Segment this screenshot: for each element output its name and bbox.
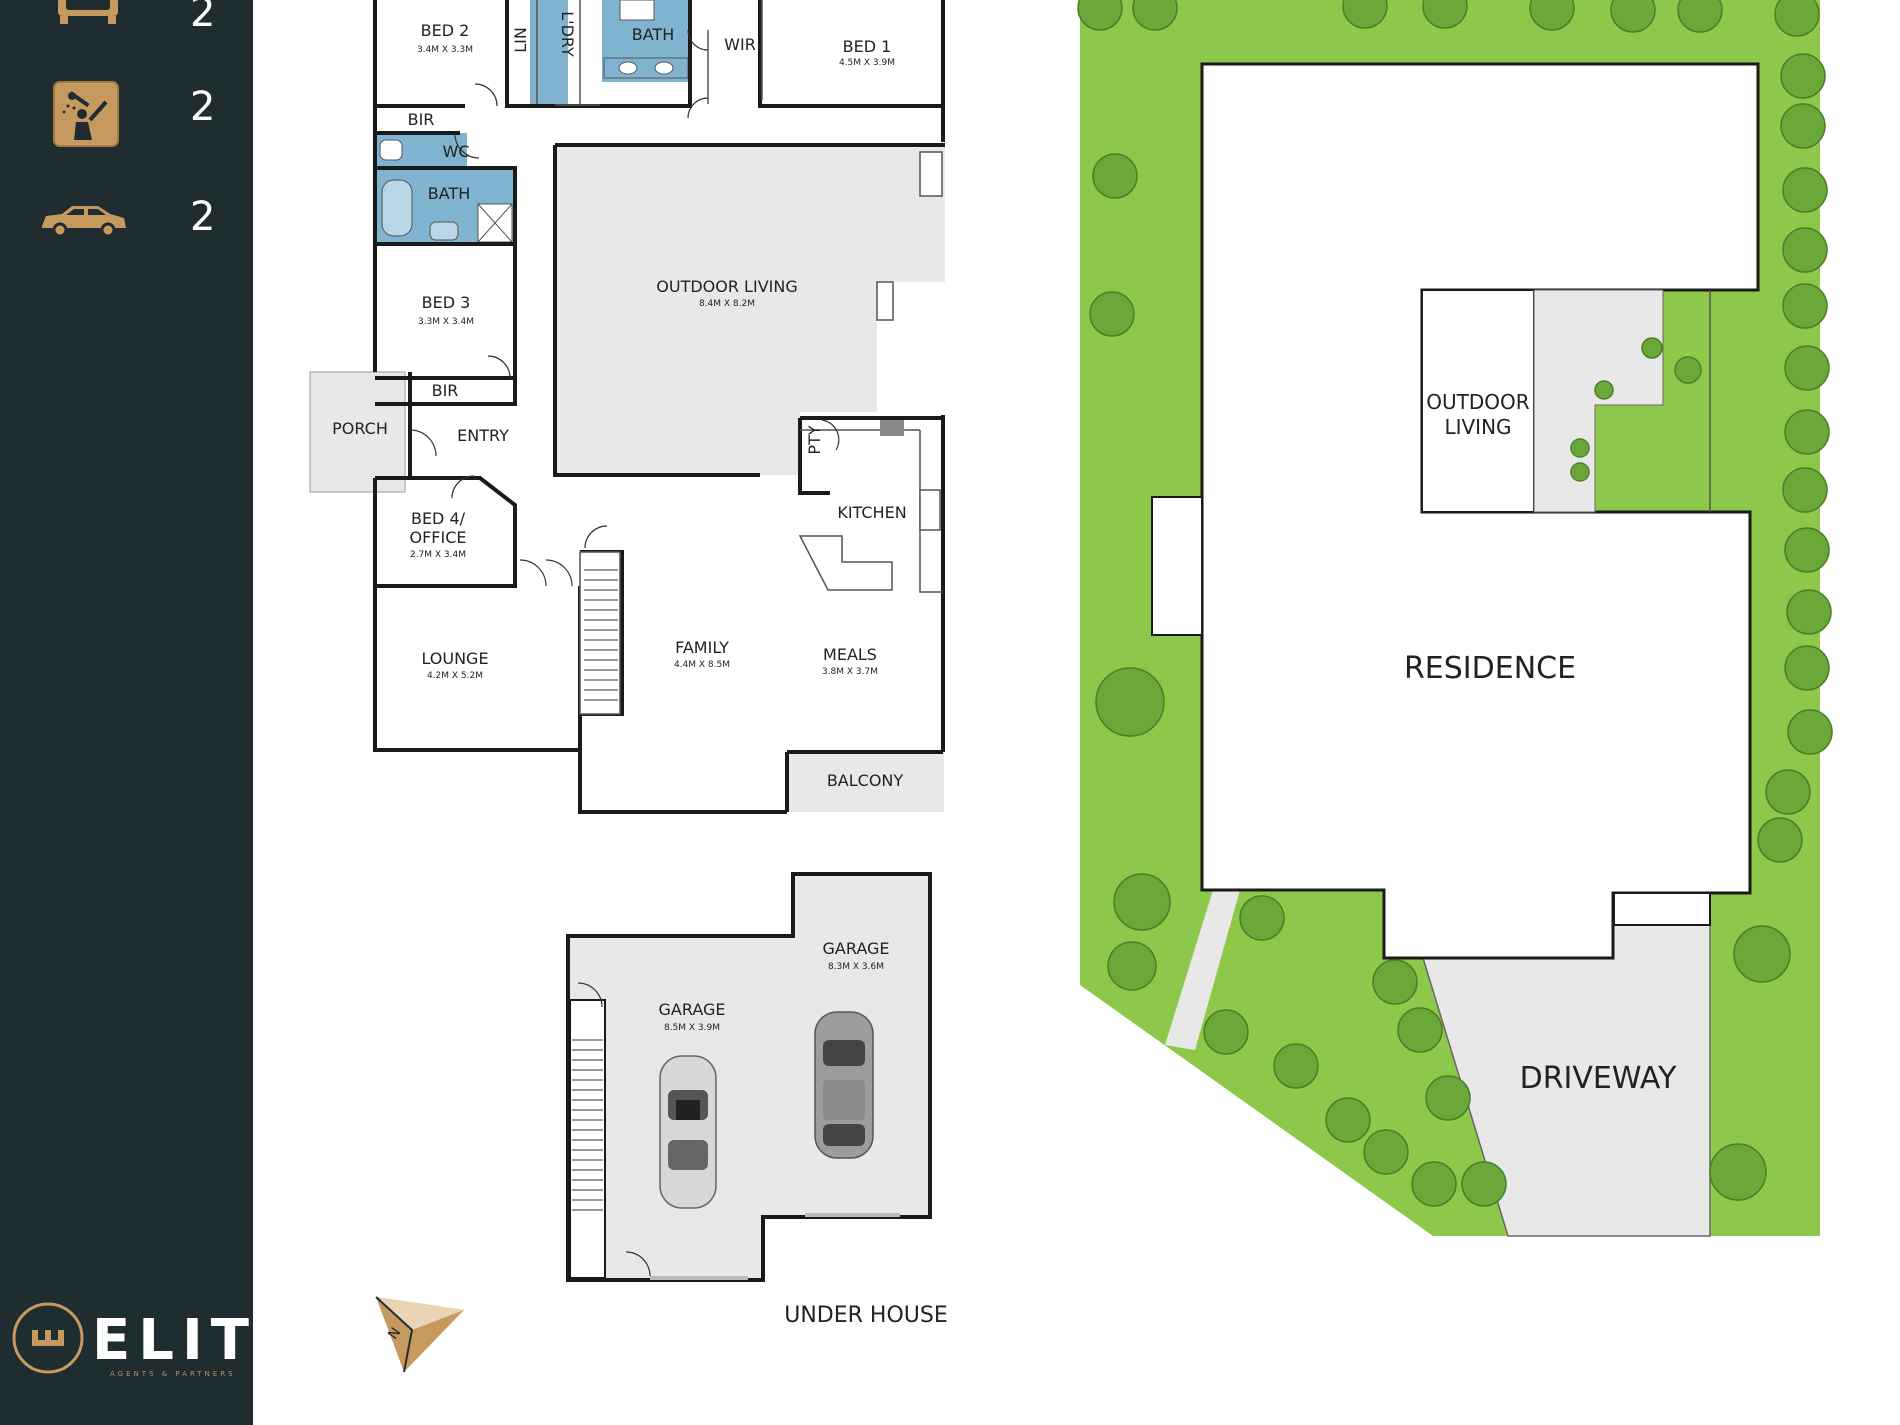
ldry-label: L'DRY [558, 11, 577, 57]
residence-building [1200, 62, 1760, 960]
porch-label: PORCH [332, 419, 388, 438]
bed1-label: BED 1 [843, 37, 892, 56]
toilet-fixture [379, 139, 403, 161]
level-label: UNDER HOUSE [784, 1303, 948, 1328]
floor-plan-walls [373, 0, 945, 814]
entry-label: ENTRY [457, 426, 509, 445]
bed2-label: BED 2 [421, 21, 470, 40]
pty-label: PTY [805, 425, 824, 454]
bathrooms-count: 2 [190, 84, 216, 130]
family-label: FAMILY [675, 638, 729, 657]
lounge-dims: 4.2M X 5.2M [427, 671, 483, 681]
meals-label: MEALS [823, 645, 877, 664]
parking-stat: 2 [0, 190, 253, 270]
bir1-label: BIR [408, 110, 435, 129]
garage2-label: GARAGE [659, 1000, 726, 1019]
bathtub-fixture [381, 179, 413, 237]
stairs-lower [572, 1039, 603, 1211]
sidebar: 2 2 2 ELITE AGENTS & PARTNERS [0, 0, 295, 1425]
kitchen-label: KITCHEN [837, 503, 906, 522]
balcony-label: BALCONY [827, 771, 904, 790]
trees [1077, 0, 1833, 1207]
residence-annex [1151, 496, 1203, 636]
bathrooms-stat: 2 [0, 80, 253, 160]
balcony-area [787, 752, 944, 812]
garage-stairs [569, 999, 606, 1279]
bed-icon [58, 0, 118, 24]
site-plan: OUTDOOR LIVING RESIDENCE DRIVEWAY [1077, 0, 1833, 1237]
outdoor-living-dims: 8.4M X 8.2M [699, 299, 755, 309]
wc-label: WC [443, 142, 470, 161]
elite-logo: ELITE AGENTS & PARTNERS [10, 1300, 295, 1380]
car-icon [42, 206, 126, 238]
site-outdoor-label1: OUTDOOR [1426, 390, 1529, 414]
family-dims: 4.4M X 8.5M [674, 660, 730, 670]
office-label: OFFICE [410, 528, 467, 547]
bed3-label: BED 3 [422, 293, 471, 312]
bedrooms-stat: 2 [0, 0, 253, 40]
garage1-dims: 8.3M X 3.6M [828, 962, 884, 972]
logo-tagline: AGENTS & PARTNERS [110, 1370, 236, 1378]
compass-icon: N [375, 1296, 464, 1373]
vanity-basin [429, 221, 459, 241]
outdoor-living-label: OUTDOOR LIVING [656, 277, 797, 296]
bed2-dims: 3.4M X 3.3M [417, 45, 473, 55]
stairs-upper [584, 569, 618, 701]
bed4-label: BED 4/ [411, 509, 466, 528]
garage1-label: GARAGE [823, 939, 890, 958]
bath1-label: BATH [632, 25, 674, 44]
elite-emblem-icon [12, 1302, 84, 1374]
room-labels: BED 2 3.4M X 3.3M LIN L'DRY BATH WIR BED… [332, 11, 907, 790]
site-outdoor-label2: LIVING [1444, 415, 1511, 439]
garage-car-right [814, 1011, 874, 1159]
garage2-dims: 8.5M X 3.9M [664, 1023, 720, 1033]
logo-brand: ELITE [92, 1308, 304, 1373]
site-outdoor-living [1421, 289, 1535, 513]
driveway-label: DRIVEWAY [1520, 1061, 1677, 1096]
garage-car-left [659, 1055, 717, 1209]
garden-path [1165, 890, 1240, 1050]
porch-area [309, 371, 406, 493]
lin-label: LIN [511, 27, 530, 53]
cooktop [880, 420, 904, 436]
bir2-label: BIR [432, 381, 459, 400]
floor-plan: BED 2 3.4M X 3.3M LIN L'DRY BATH WIR BED… [309, 0, 948, 1373]
outdoor-living-area [555, 145, 945, 475]
garage-floor [566, 872, 932, 1282]
door-swings [409, 29, 840, 587]
wir-label: WIR [724, 35, 756, 54]
meals-dims: 3.8M X 3.7M [822, 667, 878, 677]
bedrooms-count: 2 [190, 0, 216, 36]
residence-label: RESIDENCE [1404, 651, 1576, 686]
lounge-label: LOUNGE [421, 649, 488, 668]
bed1-dims: 4.5M X 3.9M [839, 58, 895, 68]
bed3-dims: 3.3M X 3.4M [418, 317, 474, 327]
bath2-label: BATH [428, 184, 470, 203]
parking-count: 2 [190, 194, 216, 240]
shower-icon [53, 81, 119, 147]
bed4-dims: 2.7M X 3.4M [410, 550, 466, 560]
